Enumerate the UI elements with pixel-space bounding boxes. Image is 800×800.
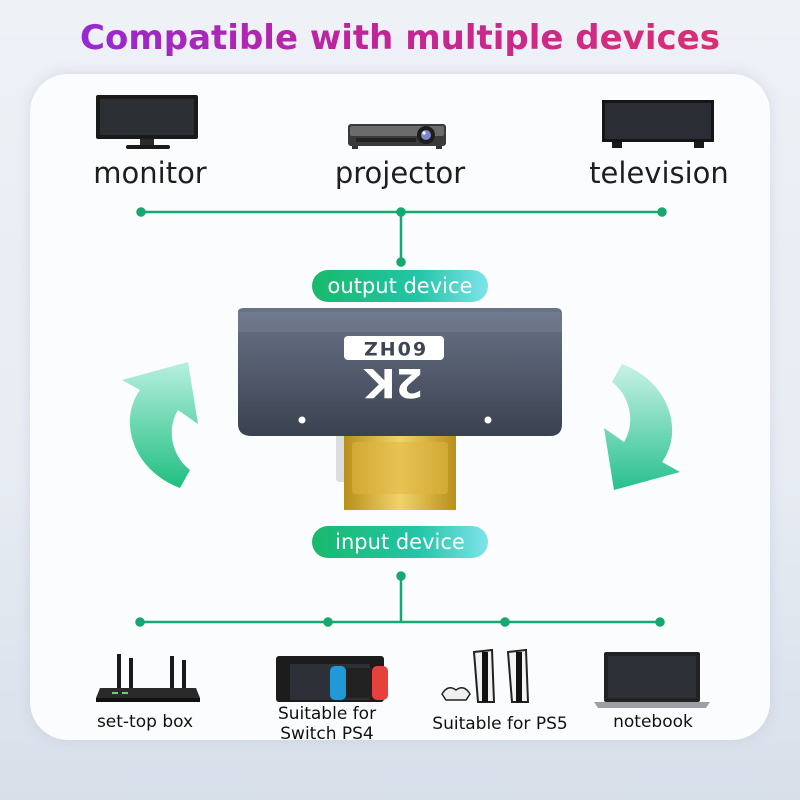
ps5-icon — [441, 648, 530, 703]
output-connector-lines — [136, 207, 667, 267]
hdmi-adapter-image — [238, 308, 562, 510]
projector-icon — [348, 124, 446, 149]
device-label-television: television — [589, 156, 729, 190]
page-headline: Compatible with multiple devices — [0, 18, 800, 58]
output-device-pill: output device — [312, 270, 488, 302]
set-top-box-icon — [96, 654, 200, 702]
device-label-switch-ps4-line1: Suitable for — [277, 704, 377, 724]
input-connector-lines — [135, 571, 665, 627]
input-device-pill: input device — [312, 526, 488, 558]
notebook-icon — [594, 652, 710, 708]
cycle-arrow-up-icon — [122, 362, 198, 488]
device-label-switch-ps4-line2: Switch PS4 — [280, 724, 374, 744]
device-label-projector: projector — [334, 156, 466, 190]
device-label-notebook: notebook — [613, 712, 693, 732]
television-icon — [602, 100, 714, 148]
device-label-monitor: monitor — [93, 156, 207, 190]
cycle-arrow-down-icon — [604, 364, 680, 490]
game-console-icon — [276, 656, 388, 702]
device-label-set-top-box: set-top box — [96, 712, 194, 732]
monitor-icon — [96, 95, 198, 149]
device-label-ps5: Suitable for PS5 — [432, 714, 568, 734]
